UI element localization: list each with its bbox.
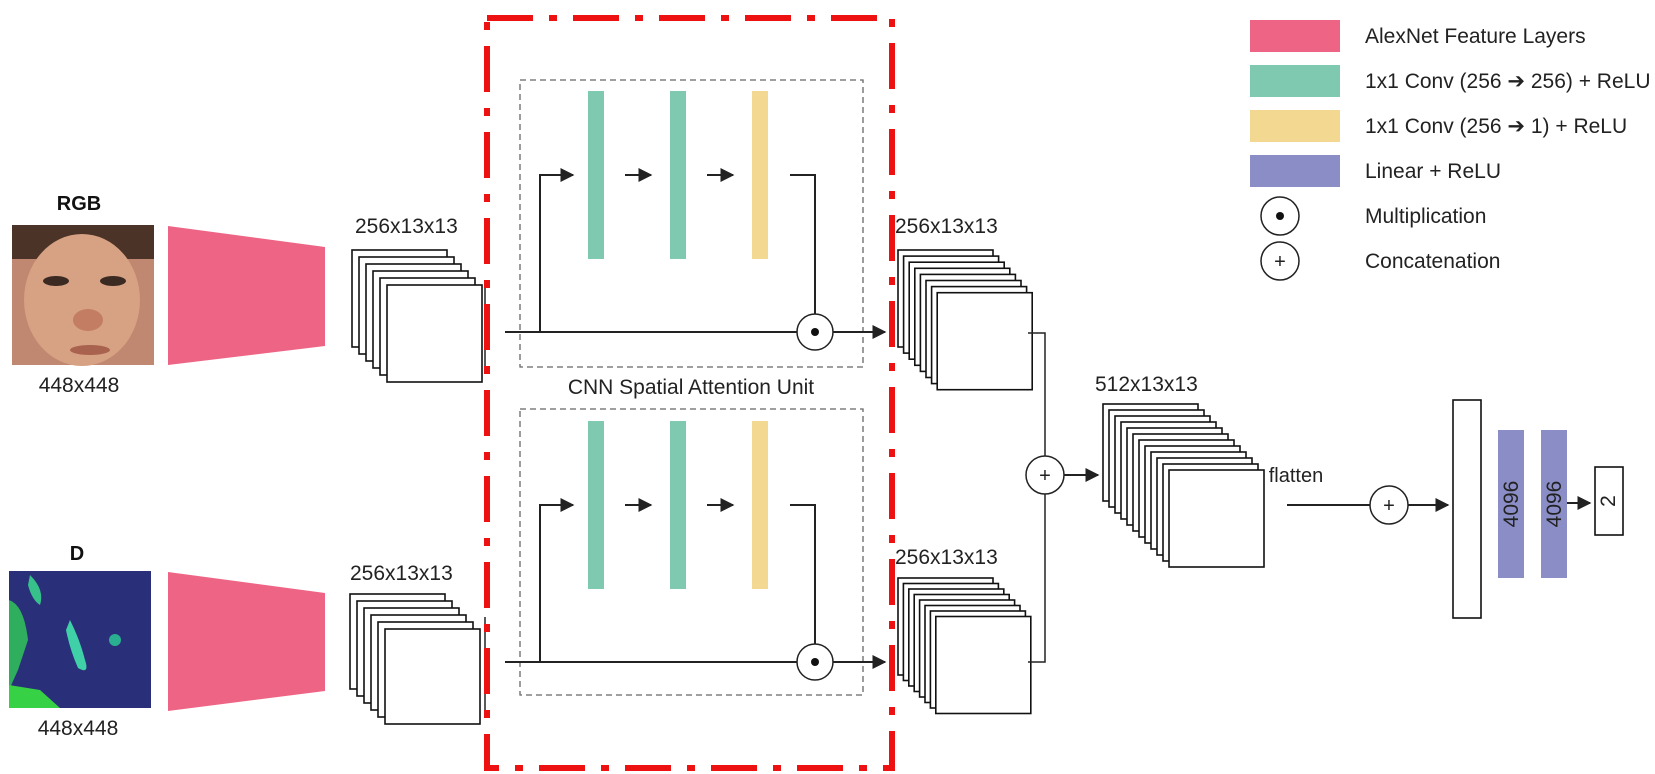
depth-attended-feature-stack <box>898 578 1031 714</box>
feature-map-sheet <box>1169 470 1264 567</box>
legend-label: Multiplication <box>1365 205 1486 228</box>
multiply-icon <box>797 644 833 680</box>
legend-item: 1x1 Conv (256 ➔ 256) + ReLU <box>1250 65 1651 97</box>
flatten-label: flatten <box>1269 465 1323 487</box>
legend-item: AlexNet Feature Layers <box>1250 20 1586 52</box>
depth-feature-stack <box>350 594 480 724</box>
output-size: 2 <box>1597 495 1620 507</box>
flattened-vector <box>1453 400 1481 618</box>
legend-label: 1x1 Conv (256 ➔ 256) + ReLU <box>1365 70 1651 93</box>
rgb-feature-stack <box>352 250 482 382</box>
concat-icon: + <box>1026 456 1064 494</box>
legend-item: 1x1 Conv (256 ➔ 1) + ReLU <box>1250 110 1627 142</box>
conv-1-block <box>752 421 768 589</box>
conv-256-block <box>670 91 686 259</box>
rgb-attended-feature-stack <box>898 250 1032 390</box>
attention-unit-label: CNN Spatial Attention Unit <box>568 376 814 399</box>
svg-text:+: + <box>1274 251 1286 273</box>
svg-text:+: + <box>1039 465 1051 487</box>
legend-label: Linear + ReLU <box>1365 160 1501 183</box>
feature-map-sheet <box>387 285 482 382</box>
legend-item: + Concatenation <box>1261 242 1500 280</box>
legend-label: AlexNet Feature Layers <box>1365 25 1586 48</box>
rgb-input-image <box>12 225 154 366</box>
attention-unit-bottom <box>505 421 885 680</box>
feature-map-sheet <box>385 629 480 724</box>
conv-256-block <box>588 421 604 589</box>
feature-map-sheet <box>936 617 1031 714</box>
svg-text:+: + <box>1383 495 1395 517</box>
rgb-input-size: 448x448 <box>39 374 120 397</box>
conv-1-block <box>752 91 768 259</box>
rgb-input-title: RGB <box>57 193 101 215</box>
fc1-size: 4096 <box>1500 481 1523 528</box>
alexnet-feature-layers-rgb <box>168 226 325 365</box>
legend-swatch <box>1250 110 1340 142</box>
depth-input-title: D <box>70 543 84 565</box>
concat-feature-size: 512x13x13 <box>1095 373 1198 396</box>
legend-swatch <box>1250 20 1340 52</box>
conv-256-block <box>670 421 686 589</box>
legend-label: 1x1 Conv (256 ➔ 1) + ReLU <box>1365 115 1627 138</box>
legend-label: Concatenation <box>1365 250 1500 273</box>
rgb-attended-size: 256x13x13 <box>895 215 998 238</box>
rgb-feature-size: 256x13x13 <box>355 215 458 238</box>
legend-item: Multiplication <box>1261 197 1486 235</box>
depth-input-size: 448x448 <box>38 717 119 740</box>
legend-swatch <box>1250 155 1340 187</box>
depth-feature-size: 256x13x13 <box>350 562 453 585</box>
legend: AlexNet Feature Layers 1x1 Conv (256 ➔ 25… <box>1250 20 1651 280</box>
legend-item: Linear + ReLU <box>1250 155 1501 187</box>
alexnet-feature-layers-depth <box>168 572 325 711</box>
feature-map-sheet <box>937 293 1032 390</box>
multiply-icon <box>797 314 833 350</box>
depth-attended-size: 256x13x13 <box>895 546 998 569</box>
conv-256-block <box>588 91 604 259</box>
concatenated-feature-stack <box>1103 404 1264 567</box>
depth-input-image <box>9 571 151 708</box>
concat-icon: + <box>1370 486 1408 524</box>
legend-swatch <box>1250 65 1340 97</box>
fc2-size: 4096 <box>1543 481 1566 528</box>
attention-unit-top <box>505 91 885 350</box>
